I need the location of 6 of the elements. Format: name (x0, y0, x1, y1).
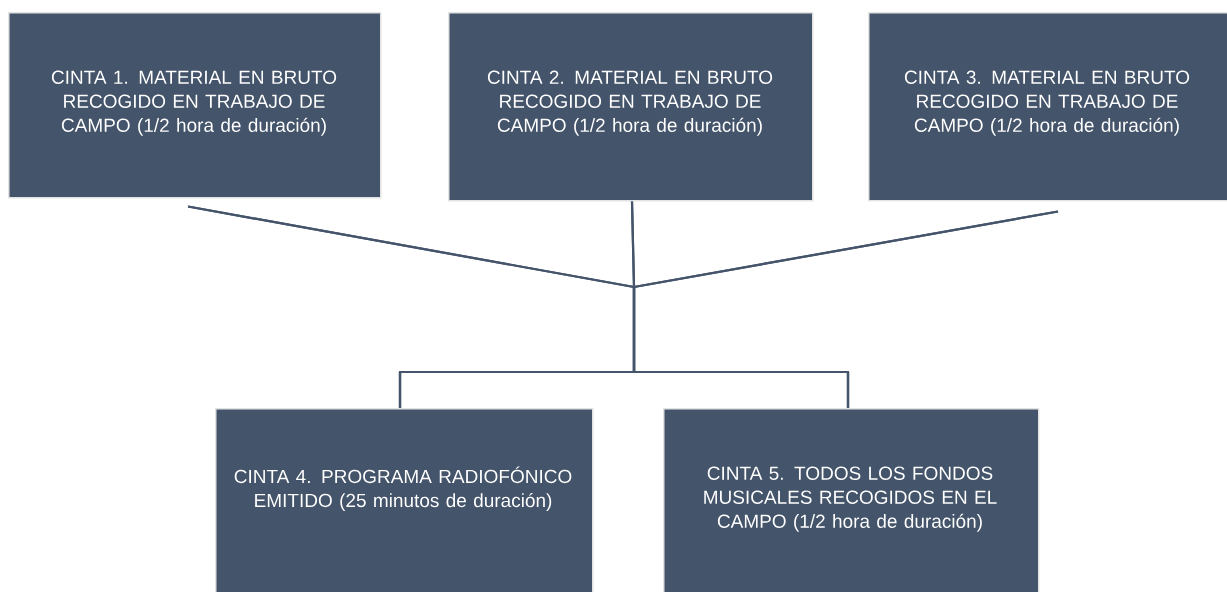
process-box: CINTA 4. PROGRAMA RADIOFÓNICO EMITIDO (25 minutos de duración) (215, 408, 594, 592)
process-box: CINTA 5. TODOS LOS FONDOS MUSICALES RECOGIDOS EN EL CAMPO (1/2 hora de duración) (663, 408, 1040, 592)
connector-line (632, 210, 1059, 408)
process-box: CINTA 3. MATERIAL EN BRUTO RECOGIDO EN TRABAJO DE CAMPO (1/2 hora de duración) (868, 12, 1227, 202)
process-box: CINTA 2. MATERIAL EN BRUTO RECOGIDO EN TRABAJO DE CAMPO (1/2 hora de duración) (448, 12, 814, 202)
process-box: CINTA 1. MATERIAL EN BRUTO RECOGIDO EN TRABAJO DE CAMPO (1/2 hora de duración) (8, 12, 382, 199)
